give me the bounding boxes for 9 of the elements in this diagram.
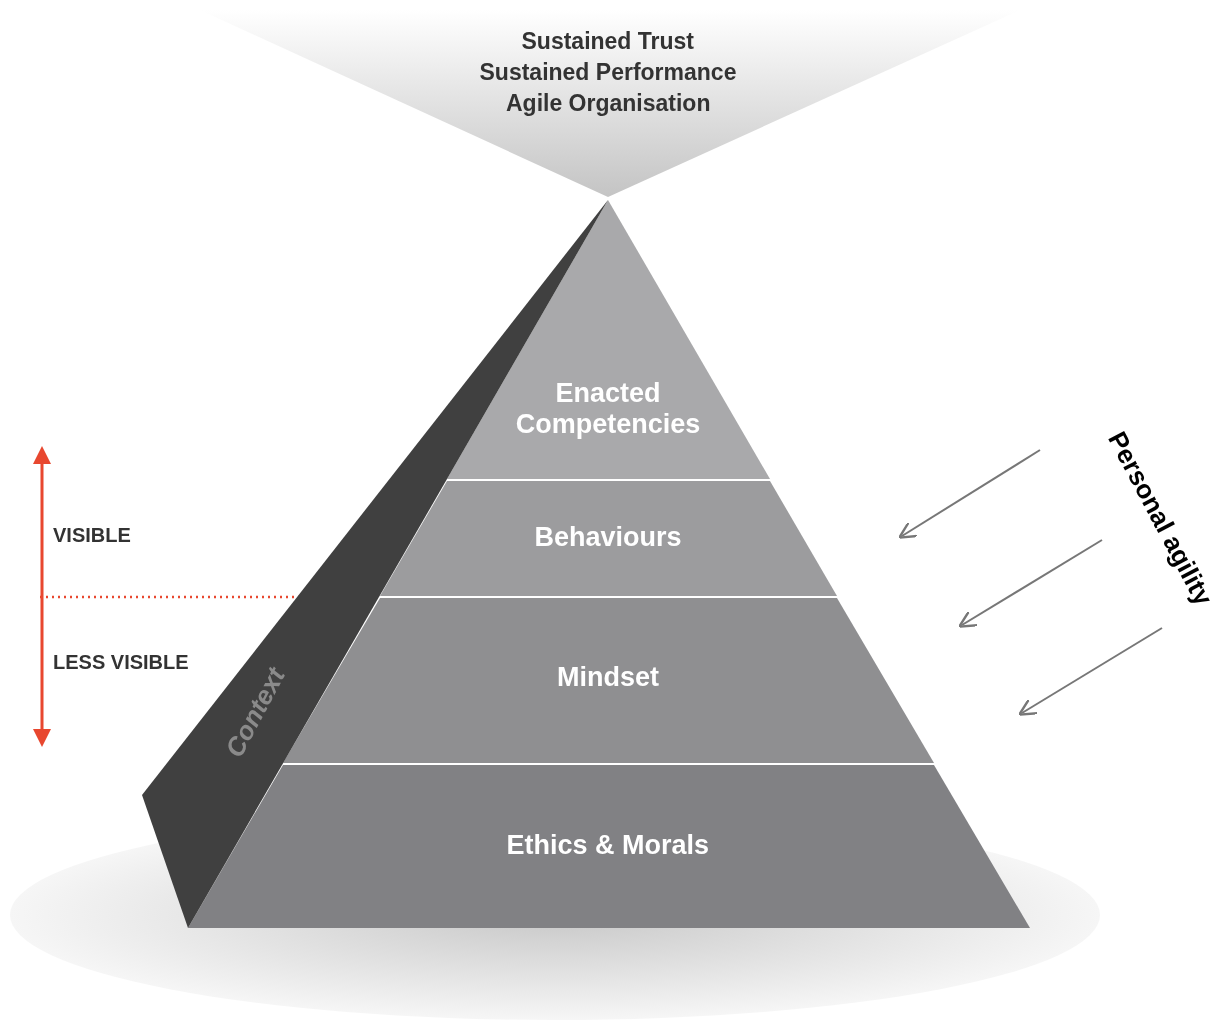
zone-label: LESS VISIBLE xyxy=(53,651,189,674)
layer-label: Behaviours xyxy=(534,522,682,553)
layer-label: Enacted Competencies xyxy=(514,378,702,440)
heading-text: Agile Organisation xyxy=(506,90,711,117)
heading-text: Sustained Trust xyxy=(521,28,695,55)
layer-label: Ethics & Morals xyxy=(506,830,710,861)
zone-label: VISIBLE xyxy=(53,524,131,547)
heading-text: Sustained Performance xyxy=(479,59,737,86)
layer-label: Mindset xyxy=(557,662,659,693)
